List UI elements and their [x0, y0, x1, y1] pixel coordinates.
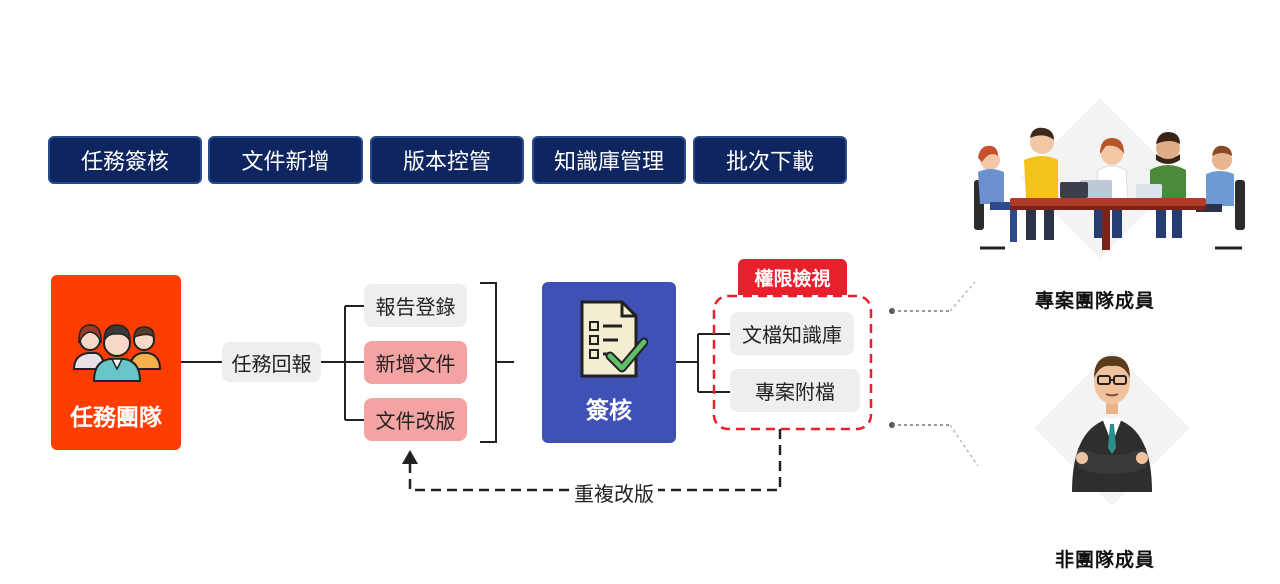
task-team-box: 任務團隊	[51, 275, 181, 450]
file-revision-node: 文件改版	[364, 398, 467, 441]
project-team-label: 專案團隊成員	[1035, 290, 1156, 312]
approval-label: 簽核	[586, 398, 632, 424]
permission-title: 權限檢視	[738, 259, 847, 295]
tab-version-control[interactable]: 版本控管	[370, 136, 524, 184]
tab-knowledge-base[interactable]: 知識庫管理	[532, 136, 686, 184]
task-team-label: 任務團隊	[70, 405, 162, 431]
repeat-revision-label: 重複改版	[570, 478, 658, 507]
tab-task-approval[interactable]: 任務簽核	[48, 136, 202, 184]
checklist-icon	[580, 300, 648, 378]
tab-add-file[interactable]: 文件新增	[208, 136, 363, 184]
tab-batch-download[interactable]: 批次下載	[693, 136, 847, 184]
people-group-icon	[72, 324, 162, 382]
task-report-node: 任務回報	[222, 342, 321, 382]
attachment-node: 專案附檔	[730, 369, 860, 412]
report-login-node: 報告登錄	[364, 284, 467, 327]
kb-node: 文檔知識庫	[730, 312, 854, 355]
approval-box: 簽核	[542, 282, 676, 443]
add-file-node: 新增文件	[364, 341, 467, 384]
non-team-label: 非團隊成員	[1055, 549, 1156, 571]
meeting-illustration	[974, 98, 1245, 258]
businessman-illustration	[1034, 350, 1190, 506]
